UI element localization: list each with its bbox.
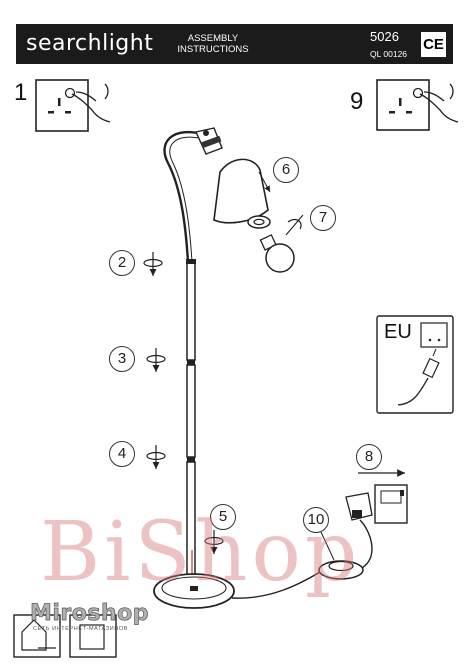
ql-code: QL 00126 [370, 49, 408, 59]
document-title: ASSEMBLY INSTRUCTIONS [168, 33, 258, 55]
home-icon [13, 614, 117, 658]
step-circle-8: 8 [356, 444, 382, 470]
step-circle-7: 7 [310, 205, 336, 231]
step-number-1: 1 [14, 79, 28, 106]
socket-switch-on-icon [376, 79, 459, 131]
step-circle-3: 3 [109, 346, 135, 372]
rotate-arrow-icon [285, 214, 304, 236]
lamp-shade [213, 158, 269, 224]
ce-mark-icon: CE [421, 32, 446, 57]
step-circle-6: 6 [273, 157, 299, 183]
rotate-arrow-icon [143, 252, 163, 276]
light-bulb [259, 234, 295, 273]
lamp-pole [186, 259, 196, 576]
model-number: 5026 [370, 29, 399, 44]
rotate-arrow-icon [146, 348, 166, 372]
rotate-arrow-icon [204, 530, 224, 554]
watermark-logo: Miroshop [30, 601, 150, 627]
step-circle-2: 2 [109, 250, 135, 276]
title-line-2: INSTRUCTIONS [177, 44, 249, 55]
rotate-arrow-icon [146, 445, 166, 469]
lamp-holder [195, 127, 223, 155]
title-line-1: ASSEMBLY [187, 33, 239, 44]
socket-switch-off-icon [35, 79, 111, 132]
wall-socket-icon [345, 484, 408, 524]
step-circle-10: 10 [303, 507, 329, 533]
watermark-logo-subtitle: СЕТЬ ИНТЕРНЕТ-МАГАЗИНОВ [33, 626, 129, 632]
step-circle-4: 4 [109, 441, 135, 467]
header-bar: searchlight ASSEMBLY INSTRUCTIONS 5026 Q… [16, 24, 453, 64]
eu-plug-icon [376, 315, 454, 414]
watermark-overlay: BiShop [40, 505, 362, 600]
shade-ring [247, 215, 271, 229]
lamp-base [153, 573, 235, 609]
step-number-9: 9 [350, 88, 364, 115]
foot-switch-icon [318, 531, 364, 580]
brand-logo: searchlight [26, 31, 154, 56]
plug-region-label: EU [384, 321, 412, 343]
step-circle-5: 5 [210, 504, 236, 530]
